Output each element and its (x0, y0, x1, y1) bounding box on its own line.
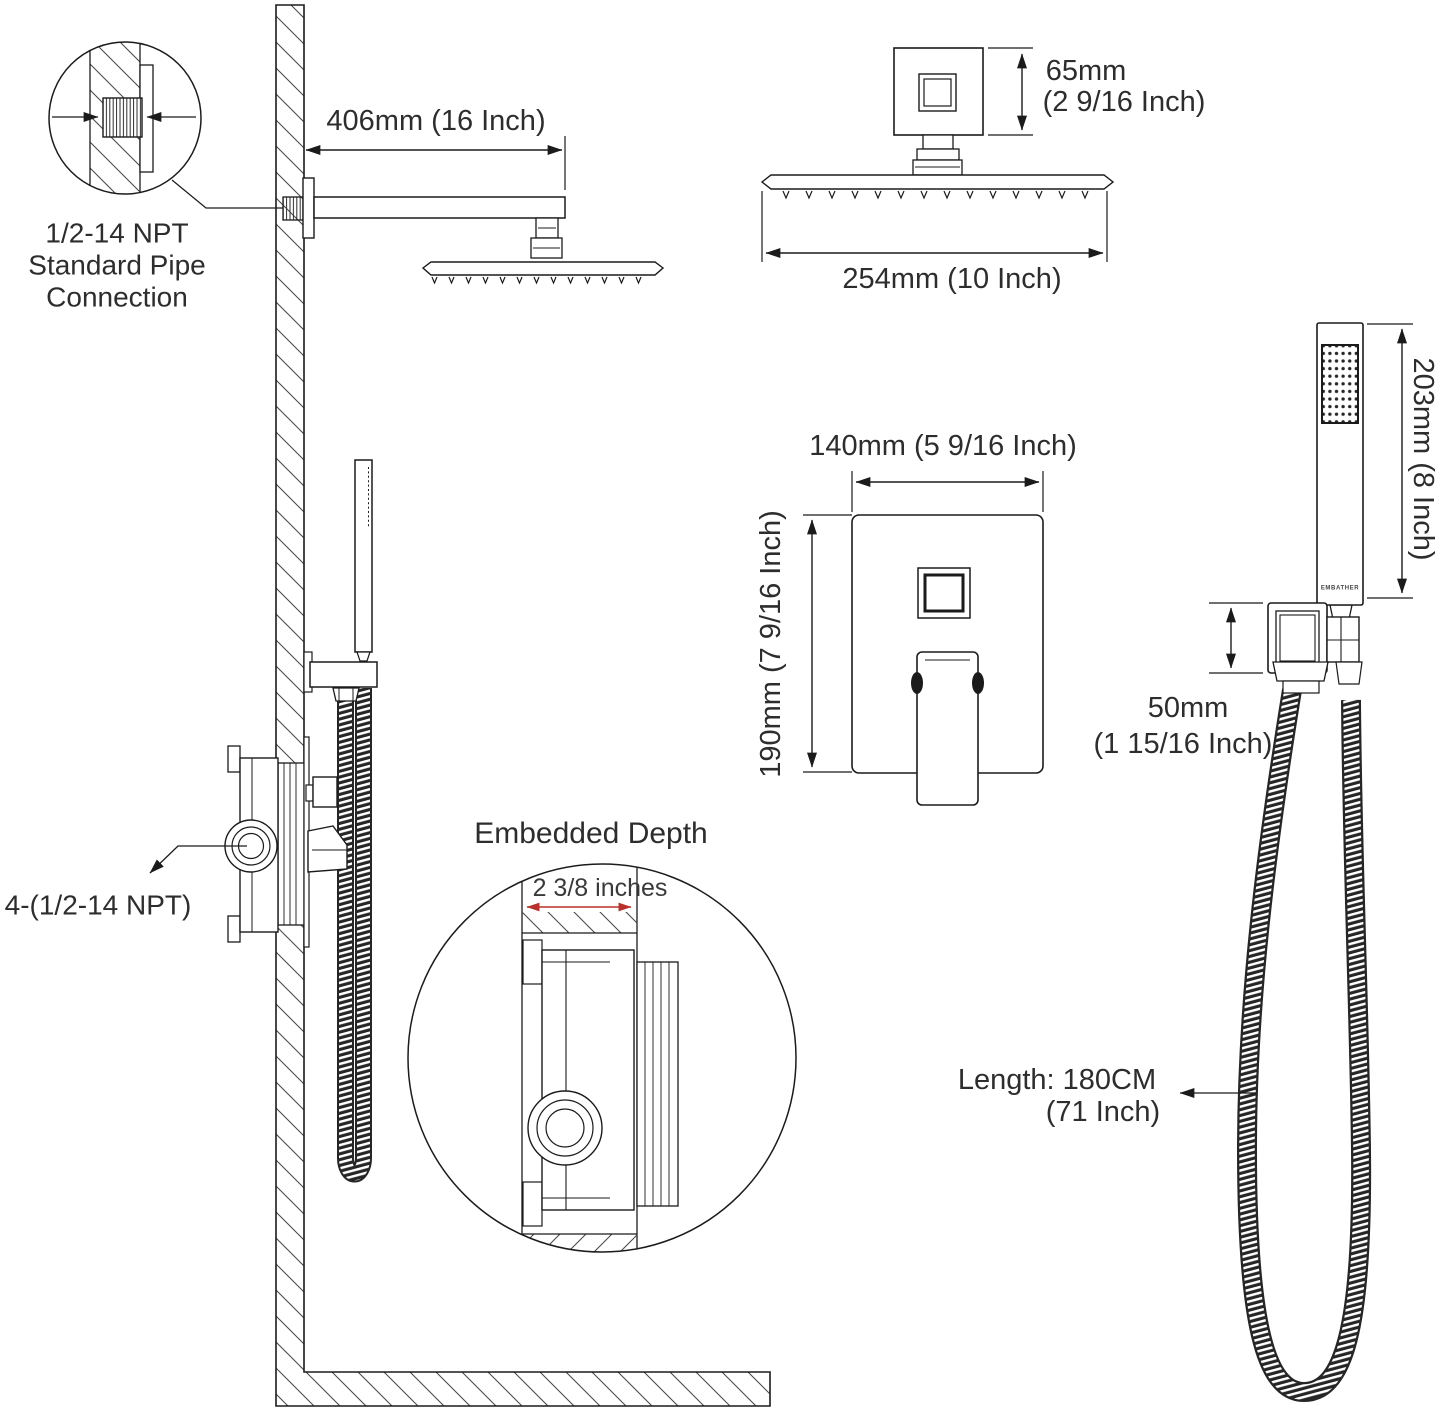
wall-and-floor-section (275, 4, 771, 1407)
dim-arm-length: 406mm (16 Inch) (326, 104, 546, 137)
wand-left (354, 459, 373, 653)
dim-head-width: 254mm (10 Inch) (842, 262, 1062, 295)
dim-holder-height-sub: (1 15/16 Inch) (1093, 727, 1273, 760)
rain-head-plate (760, 174, 1115, 190)
detail-leader-line (171, 179, 283, 209)
pipe-connection-detail-circle (48, 41, 283, 209)
dim-head-height-sub: (2 9/16 Inch) (1042, 85, 1206, 118)
holder-left (309, 661, 378, 688)
dim-head-height: 65mm (1045, 54, 1127, 87)
trim-controls-side (303, 736, 348, 948)
embedded-depth-title: Embedded Depth (474, 817, 708, 851)
trim-handle (916, 651, 979, 806)
hose-left-figure (337, 688, 372, 1183)
connection-note-line3: Connection (46, 281, 188, 313)
valve-ports-leader (149, 845, 247, 874)
dim-wand-length: 203mm (8 Inch) (1407, 357, 1440, 561)
arm-wall-thread (282, 196, 304, 221)
nozzles-top (782, 190, 1089, 200)
connection-note-line2: Standard Pipe (28, 249, 206, 281)
valve-trim-figure (803, 471, 1044, 806)
dim-hose-length: Length: 180CM (957, 1063, 1157, 1096)
diverter-button-side (312, 776, 338, 808)
wand-spray-face (1321, 344, 1359, 424)
brand-mark: EMBATHER (1320, 585, 1360, 592)
rough-in-valve (224, 745, 305, 943)
handle-side (307, 825, 348, 873)
dim-hose-length-sub: (71 Inch) (1045, 1095, 1161, 1128)
connection-note-line1: 1/2-14 NPT (45, 217, 189, 249)
hose-nut-right (1272, 661, 1329, 682)
hose-right-figure (1236, 688, 1372, 1403)
hose-nut-left (332, 687, 360, 702)
rain-head-plate-left (421, 261, 665, 276)
arm-bar (313, 196, 566, 219)
dim-valve-width: 140mm (5 9/16 Inch) (809, 429, 1077, 462)
shower-arm-side-view (282, 136, 665, 285)
label-valve-ports: 4-(1/2-14 NPT) (4, 889, 192, 921)
rain-head-figure (760, 47, 1115, 262)
dim-holder-height: 50mm (1147, 691, 1229, 724)
dim-valve-height: 190mm (7 9/16 Inch) (754, 510, 787, 778)
hand-shower-figure (1179, 322, 1413, 1098)
hand-shower-left (303, 459, 378, 702)
arm-flange (302, 177, 315, 239)
embedded-depth-detail (407, 863, 797, 1253)
nozzles-left (431, 276, 642, 285)
dim-embedded-depth: 2 3/8 inches (532, 874, 668, 902)
